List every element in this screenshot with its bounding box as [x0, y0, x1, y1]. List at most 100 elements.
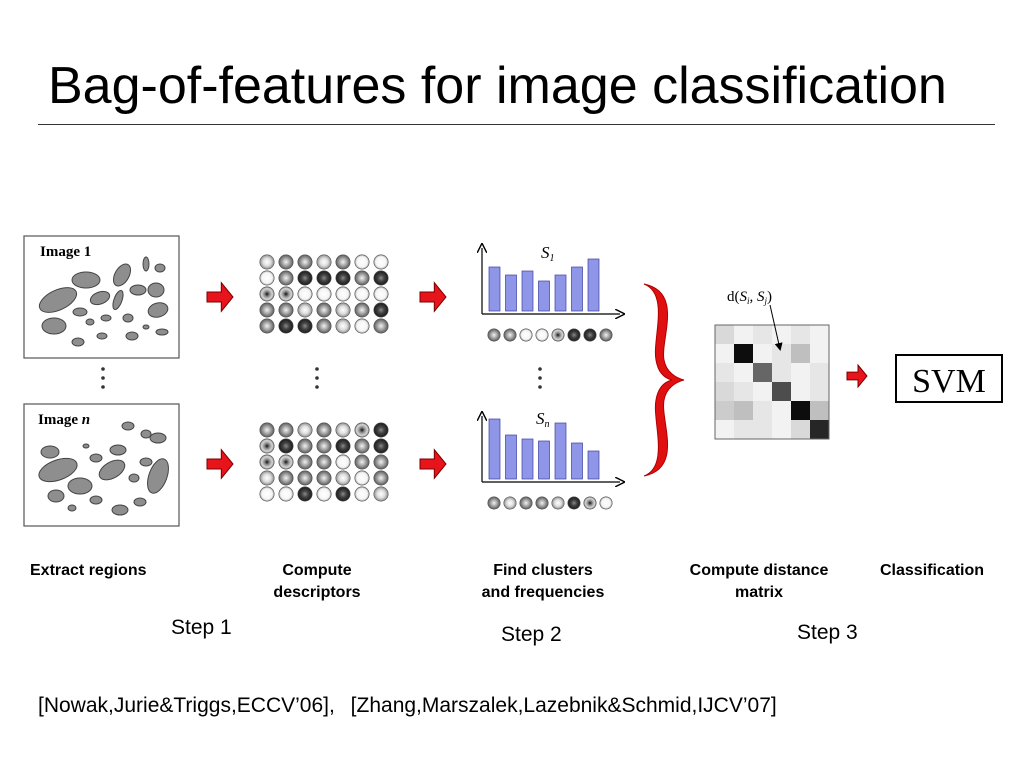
matrix-cell	[772, 382, 791, 401]
descriptor-cell	[354, 302, 370, 318]
descriptor-cell	[373, 270, 389, 286]
matrix-cell	[753, 382, 772, 401]
descriptor-cell	[259, 422, 275, 438]
descriptor-cell	[373, 470, 389, 486]
matrix-cell	[715, 382, 734, 401]
descriptor-cell	[297, 270, 313, 286]
descriptor-cell	[297, 302, 313, 318]
matrix-cell	[753, 325, 772, 344]
matrix-cell	[734, 382, 753, 401]
descriptor-cell	[335, 454, 351, 470]
distance-matrix	[714, 324, 830, 440]
descriptor-cell	[354, 422, 370, 438]
histogram-n-label: Sn	[536, 409, 550, 430]
matrix-cell	[791, 401, 810, 420]
descriptor-cell	[316, 286, 332, 302]
matrix-cell	[791, 382, 810, 401]
descriptor-cell	[259, 302, 275, 318]
descriptor-cell	[335, 486, 351, 502]
histogram-bar	[587, 450, 600, 480]
descriptor-cell	[373, 454, 389, 470]
histogram-bar	[488, 266, 501, 312]
descriptor-cell	[278, 302, 294, 318]
descriptor-cell	[354, 254, 370, 270]
codeword-circle	[599, 496, 613, 510]
caption-compute-descriptors: Compute descriptors	[262, 560, 372, 604]
matrix-cell	[810, 401, 829, 420]
descriptor-cell	[259, 470, 275, 486]
descriptor-cell	[373, 318, 389, 334]
matrix-cell	[753, 401, 772, 420]
matrix-border	[714, 324, 830, 440]
descriptor-cell	[297, 422, 313, 438]
histogram-1-bars	[488, 258, 600, 312]
matrix-cell	[753, 344, 772, 363]
codeword-circle	[535, 328, 549, 342]
matrix-cell	[772, 325, 791, 344]
descriptor-cell	[297, 454, 313, 470]
histogram-bar	[505, 434, 517, 480]
descriptor-cell	[259, 270, 275, 286]
descriptor-cell	[316, 454, 332, 470]
descriptor-cell	[316, 270, 332, 286]
svm-label: SVM	[912, 363, 986, 400]
descriptor-cell	[335, 422, 351, 438]
descriptor-cell	[354, 270, 370, 286]
descriptor-cell	[278, 318, 294, 334]
histogram-bar	[538, 280, 550, 312]
citation-zhang: [Zhang,Marszalek,Lazebnik&Schmid,IJCV’07…	[350, 694, 777, 717]
image-1-regions	[38, 256, 169, 347]
descriptor-cell	[335, 470, 351, 486]
descriptor-cell	[354, 470, 370, 486]
codeword-circle	[503, 496, 517, 510]
descriptor-cell	[373, 302, 389, 318]
matrix-cell	[734, 325, 753, 344]
codeword-circle	[487, 328, 501, 342]
codeword-circle	[567, 496, 581, 510]
descriptor-cell	[316, 318, 332, 334]
histogram-bar	[571, 442, 583, 480]
descriptor-cell	[373, 286, 389, 302]
descriptor-cell	[354, 486, 370, 502]
histogram-bar	[521, 270, 534, 312]
descriptor-cell	[373, 438, 389, 454]
matrix-cell	[810, 325, 829, 344]
caption-extract-regions: Extract regions	[30, 562, 147, 579]
matrix-cell	[715, 401, 734, 420]
descriptor-cell	[278, 270, 294, 286]
codeword-circle	[519, 328, 533, 342]
descriptor-cell	[297, 286, 313, 302]
descriptor-cell	[354, 318, 370, 334]
codeword-circle	[551, 496, 565, 510]
image-n-regions	[38, 421, 169, 516]
matrix-cell	[791, 363, 810, 382]
caption-compute-distance-line1: Compute distance	[689, 562, 829, 579]
descriptor-cell	[259, 318, 275, 334]
descriptor-cell	[259, 254, 275, 270]
step-1-label: Step 1	[171, 616, 232, 639]
red-arrow	[206, 281, 234, 313]
caption-find-clusters-line2: and frequencies	[481, 584, 605, 601]
descriptor-cell	[316, 470, 332, 486]
descriptor-cell	[354, 438, 370, 454]
descriptor-cell	[335, 270, 351, 286]
descriptor-cell	[316, 486, 332, 502]
descriptor-cell	[278, 438, 294, 454]
histogram-bar	[505, 274, 517, 312]
histogram-bar	[488, 418, 501, 480]
image-1-panel: Image 1	[23, 235, 180, 359]
svm-box: SVM	[895, 354, 1003, 403]
image-n-panel: Image n	[23, 403, 180, 527]
histogram-bar	[554, 422, 567, 480]
descriptor-cell	[259, 286, 275, 302]
descriptor-cell	[354, 454, 370, 470]
descriptor-cell	[278, 254, 294, 270]
slide-title: Bag-of-features for image classification	[48, 57, 947, 115]
codeword-circle	[583, 328, 597, 342]
image-n-label: Image n	[38, 412, 90, 428]
matrix-cell	[772, 420, 791, 439]
codeword-circle	[567, 328, 581, 342]
descriptor-cell	[335, 302, 351, 318]
caption-compute-distance-line2: matrix	[734, 584, 784, 601]
descriptor-cell	[259, 454, 275, 470]
